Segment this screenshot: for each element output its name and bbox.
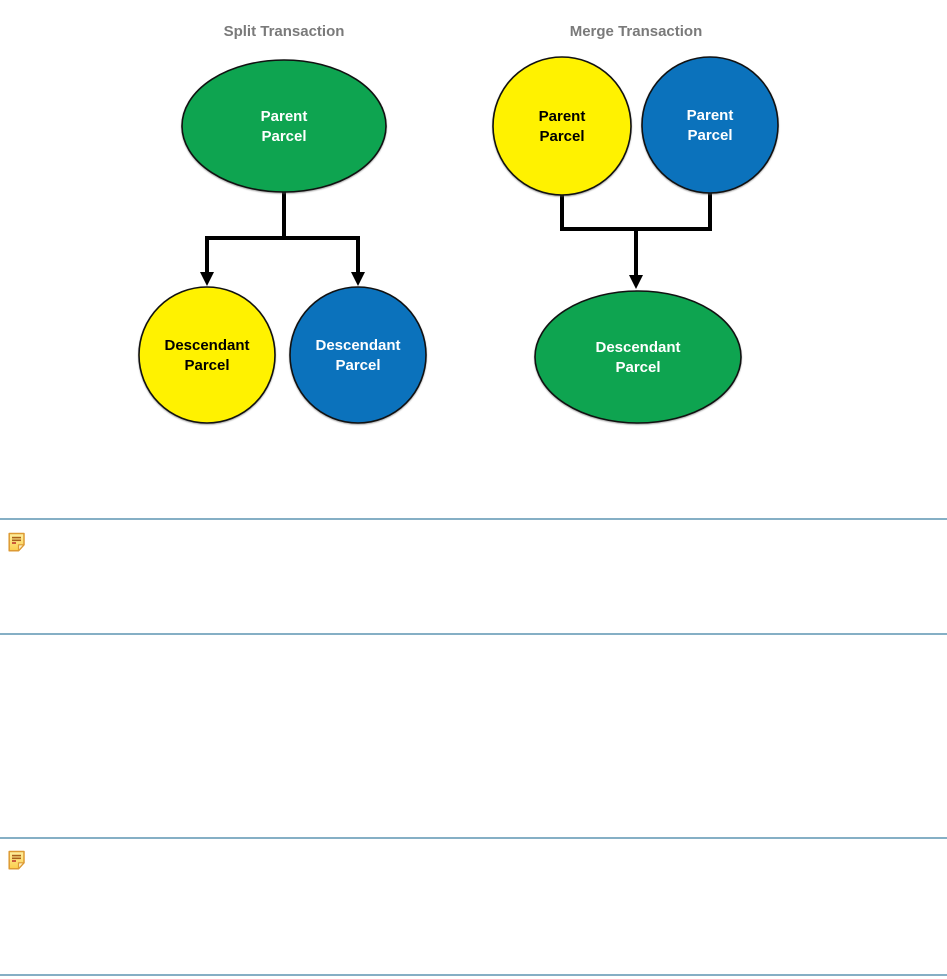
split-diagram-title: Split Transaction [224,23,345,40]
merge-parent-yellow-node [492,56,632,196]
merge-parent-yellow-label-line2: Parcel [539,128,584,145]
split-descendant-blue-label-line2: Parcel [335,357,380,374]
section-divider-2 [0,633,947,635]
split-parent-label-line2: Parcel [261,128,306,145]
merge-descendant-label-line1: Descendant [595,339,680,356]
note-icon [8,850,25,870]
split-descendant-blue-node [289,286,427,424]
note-fold [17,862,25,870]
merge-parent-blue-node [641,56,779,194]
note-body [8,850,25,870]
parcel-transaction-diagram: Split Transaction Parent Parcel Descenda… [138,23,779,424]
section-divider-1-line [0,518,947,520]
note-fold [17,544,25,552]
section-divider-4 [0,974,947,976]
merge-parent-blue-label-line2: Parcel [687,127,732,144]
section-divider-4-line [0,974,947,976]
merge-diagram-title: Merge Transaction [570,23,703,40]
merge-parent-yellow-label-line1: Parent [539,108,586,125]
section-divider-1 [0,518,947,520]
split-parent-label-line1: Parent [261,108,308,125]
split-parent-parcel-node [181,59,387,193]
split-descendant-yellow-label-line1: Descendant [164,337,249,354]
merge-arrowhead-icon [629,275,643,289]
split-descendant-yellow-node [138,286,276,424]
merge-descendant-label-line2: Parcel [615,359,660,376]
note-body [8,532,25,552]
merge-parent-blue-label-line1: Parent [687,107,734,124]
note-icon [8,532,25,552]
section-divider-3-line [0,837,947,839]
split-descendant-blue-label-line1: Descendant [315,337,400,354]
split-arrowhead-right-icon [351,272,365,286]
split-arrowhead-left-icon [200,272,214,286]
split-descendant-yellow-label-line2: Parcel [184,357,229,374]
section-divider-3 [0,837,947,839]
section-divider-2-line [0,633,947,635]
merge-descendant-green-node [534,290,742,424]
